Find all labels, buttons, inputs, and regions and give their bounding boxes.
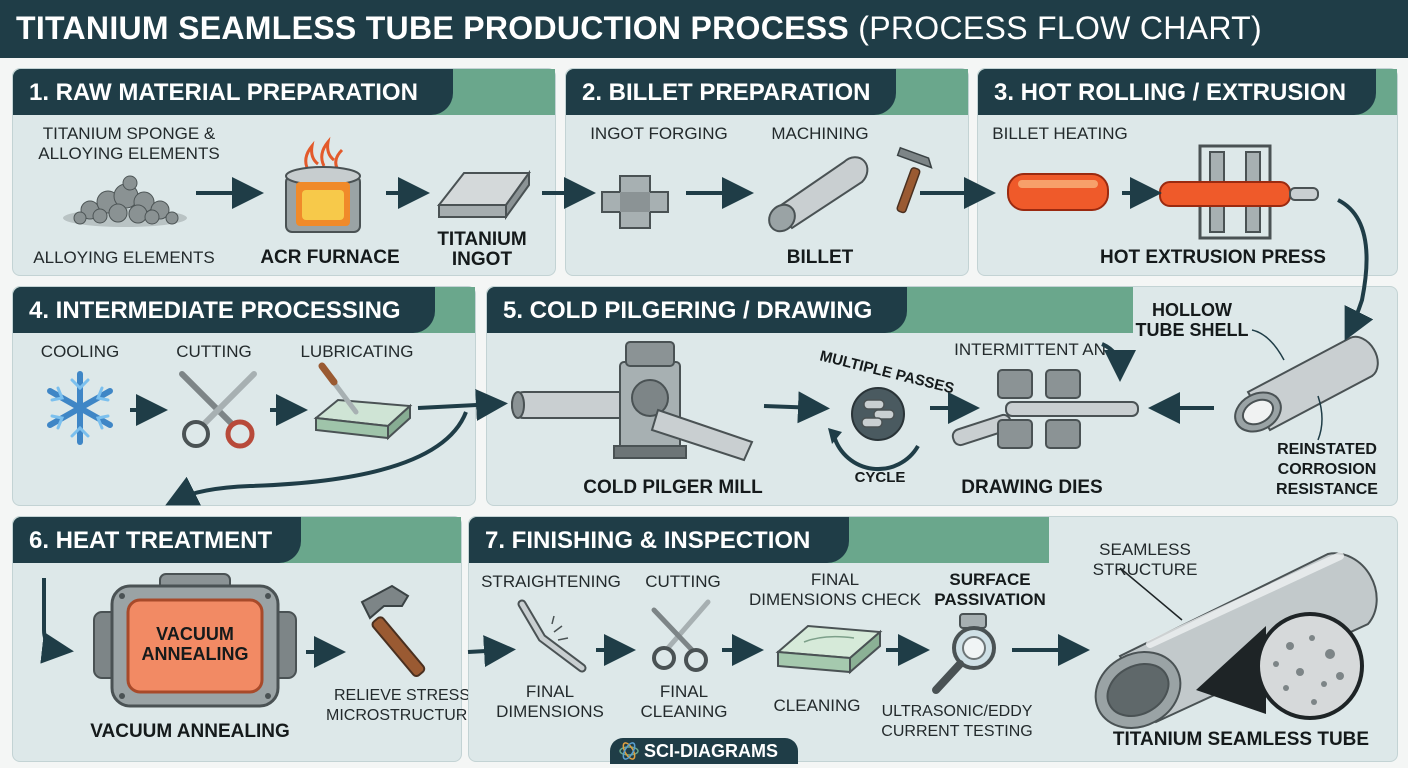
titanium-seamless-tube-icon [1094,552,1378,729]
label-final-cleaning: FINAL CLEANING [640,682,728,721]
acr-furnace-icon [285,136,361,233]
title-sub: (PROCESS FLOW CHART) [858,10,1262,46]
panel-billet-preparation: 2. BILLET PREPARATION [565,68,969,276]
label-drawing-dies: DRAWING DIES [961,477,1103,498]
label-hollow-tube-shell: HOLLOW TUBE SHELL [1135,300,1249,340]
label-cooling: COOLING [40,342,120,361]
label-cleaning: CLEANING [773,696,861,715]
label-vacuum-annealing: VACUUM ANNEALING [90,721,290,742]
extrusion-press-icon [1159,144,1319,240]
label-titanium-seamless-tube: TITANIUM SEAMLESS TUBE [1112,729,1370,750]
titanium-sponge-icon [63,175,187,227]
vacuum-annealing-furnace-icon [93,573,297,708]
hammer-icon [360,584,426,678]
scissors-icon [179,371,257,449]
label-reinstated-corrosion: REINSTATED CORROSION RESISTANCE [1276,441,1378,498]
panel-heading: 5. COLD PILGERING / DRAWING [503,297,873,324]
panel-heading: 1. RAW MATERIAL PREPARATION [29,79,418,106]
label-lubricating: LUBRICATING [300,342,414,361]
label-billet: BILLET [786,247,854,268]
heated-billet-icon [1007,173,1109,211]
label-cutting-finishing: CUTTING [645,572,721,591]
panel-heading: 6. HEAT TREATMENT [29,527,273,554]
label-intermittent-an: INTERMITTENT AN [954,340,1106,359]
cold-pilger-mill-icon [511,341,754,462]
scissors-icon [651,599,711,672]
panel-heading: 3. HOT ROLLING / EXTRUSION [994,79,1347,106]
label-billet-heating: BILLET HEATING [992,124,1128,143]
panel-heading: 2. BILLET PREPARATION [582,79,871,106]
label-furnace-vacuum-annealing: VACUUM ANNEALING [141,624,249,664]
panel-hot-rolling: 3. HOT ROLLING / EXTRUSION [977,68,1398,276]
hammer-icon [896,146,933,214]
label-hot-extrusion-press: HOT EXTRUSION PRESS [1100,247,1326,268]
label-surface-passivation: SURFACE PASSIVATION [934,570,1046,609]
cleaning-block-icon [775,624,883,675]
label-ingot-forging: INGOT FORGING [590,124,728,143]
label-cycle: CYCLE [854,469,906,486]
label-cutting: CUTTING [176,342,252,361]
label-straightening: STRAIGHTENING [481,572,621,591]
label-cold-pilger-mill: COLD PILGER MILL [583,477,763,498]
straightening-rod-icon [517,599,587,673]
title-main: TITANIUM SEAMLESS TUBE PRODUCTION PROCES… [16,10,850,46]
page-title: TITANIUM SEAMLESS TUBE PRODUCTION PROCES… [16,10,1262,47]
label-titanium-sponge: TITANIUM SPONGE & ALLOYING ELEMENTS [38,124,220,163]
label-acr-furnace: ACR FURNACE [260,247,400,268]
magnifier-testing-icon [932,613,996,694]
label-seamless-structure: SEAMLESS STRUCTURE [1092,540,1198,579]
panel-heading: 4. INTERMEDIATE PROCESSING [29,297,401,324]
billet-icon [768,156,869,233]
label-final-dimensions: FINAL DIMENSIONS [496,682,604,721]
label-alloying-elements: ALLOYING ELEMENTS [33,248,215,267]
panel-heading: 7. FINISHING & INSPECTION [485,527,811,554]
hollow-tube-shell-icon [1234,335,1379,433]
label-titanium-ingot: TITANIUM INGOT [437,229,527,270]
title-bar: TITANIUM SEAMLESS TUBE PRODUCTION PROCES… [0,0,1408,58]
lubricating-block-icon [313,362,413,441]
snowflake-icon [47,371,113,445]
label-ultrasonic-testing: ULTRASONIC/EDDY CURRENT TESTING [881,703,1033,740]
atom-logo-icon [619,742,639,760]
label-machining: MACHINING [771,124,869,143]
label-relieve-stress: RELIEVE STRESS MICROSTRUCTURE [326,687,478,724]
titanium-ingot-icon [436,169,531,221]
watermark-badge: SCI-DIAGRAMS [610,738,798,764]
forged-ingot-icon [601,175,669,229]
label-final-dimensions-check: FINAL DIMENSIONS CHECK [749,570,921,609]
watermark-text: SCI-DIAGRAMS [644,741,778,761]
multiple-passes-cycle-icon [828,387,920,471]
drawing-dies-icon [951,369,1139,449]
